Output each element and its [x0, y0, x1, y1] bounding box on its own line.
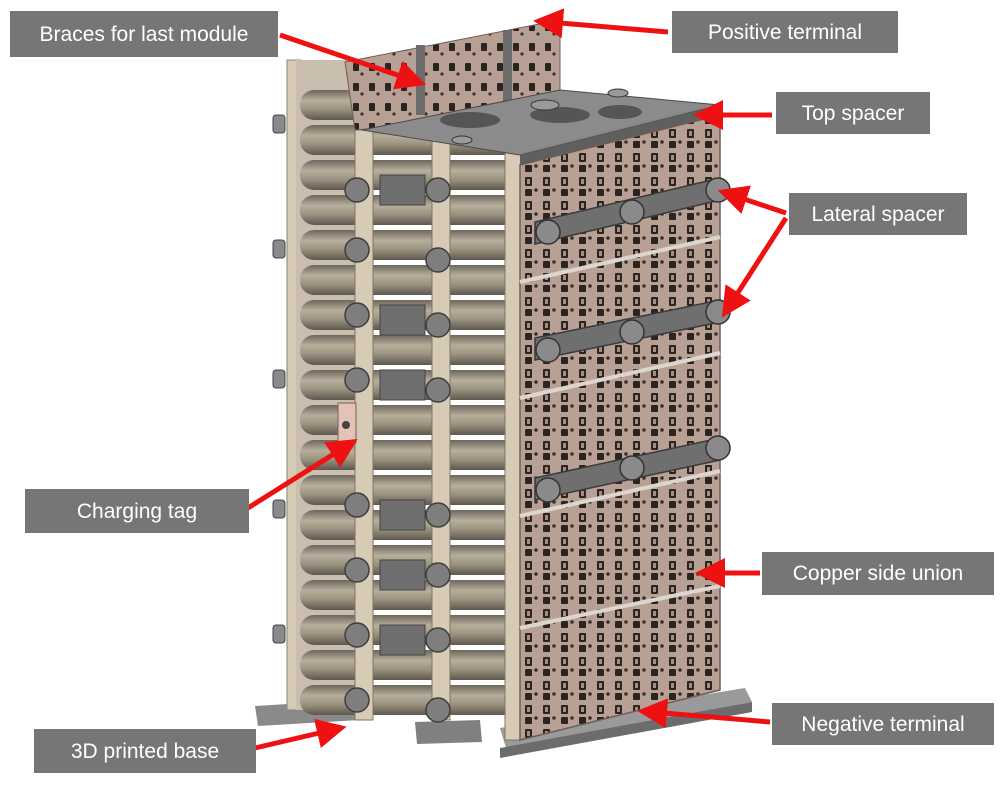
label-negative-terminal: Negative terminal	[772, 703, 994, 745]
label-top-spacer: Top spacer	[776, 92, 930, 134]
label-copper-side-union: Copper side union	[762, 552, 994, 595]
frame-bolts	[272, 114, 286, 644]
top-terminal-post	[451, 135, 473, 145]
label-braces-last-module: Braces for last module	[10, 11, 278, 57]
top-terminal-post	[530, 99, 560, 111]
label-lateral-spacer: Lateral spacer	[789, 193, 967, 235]
lateral-spacer-bolts	[535, 177, 731, 503]
label-charging-tag: Charging tag	[25, 489, 249, 533]
strip-bolts	[344, 177, 451, 723]
module-dividers	[519, 235, 721, 630]
label-positive-terminal: Positive terminal	[672, 11, 898, 53]
label-3d-printed-base: 3D printed base	[34, 729, 256, 773]
interconnect-tabs	[379, 174, 426, 656]
charging-tag-bolt	[342, 421, 350, 429]
top-spacer-holes	[440, 105, 642, 128]
top-terminal-post	[607, 88, 629, 98]
